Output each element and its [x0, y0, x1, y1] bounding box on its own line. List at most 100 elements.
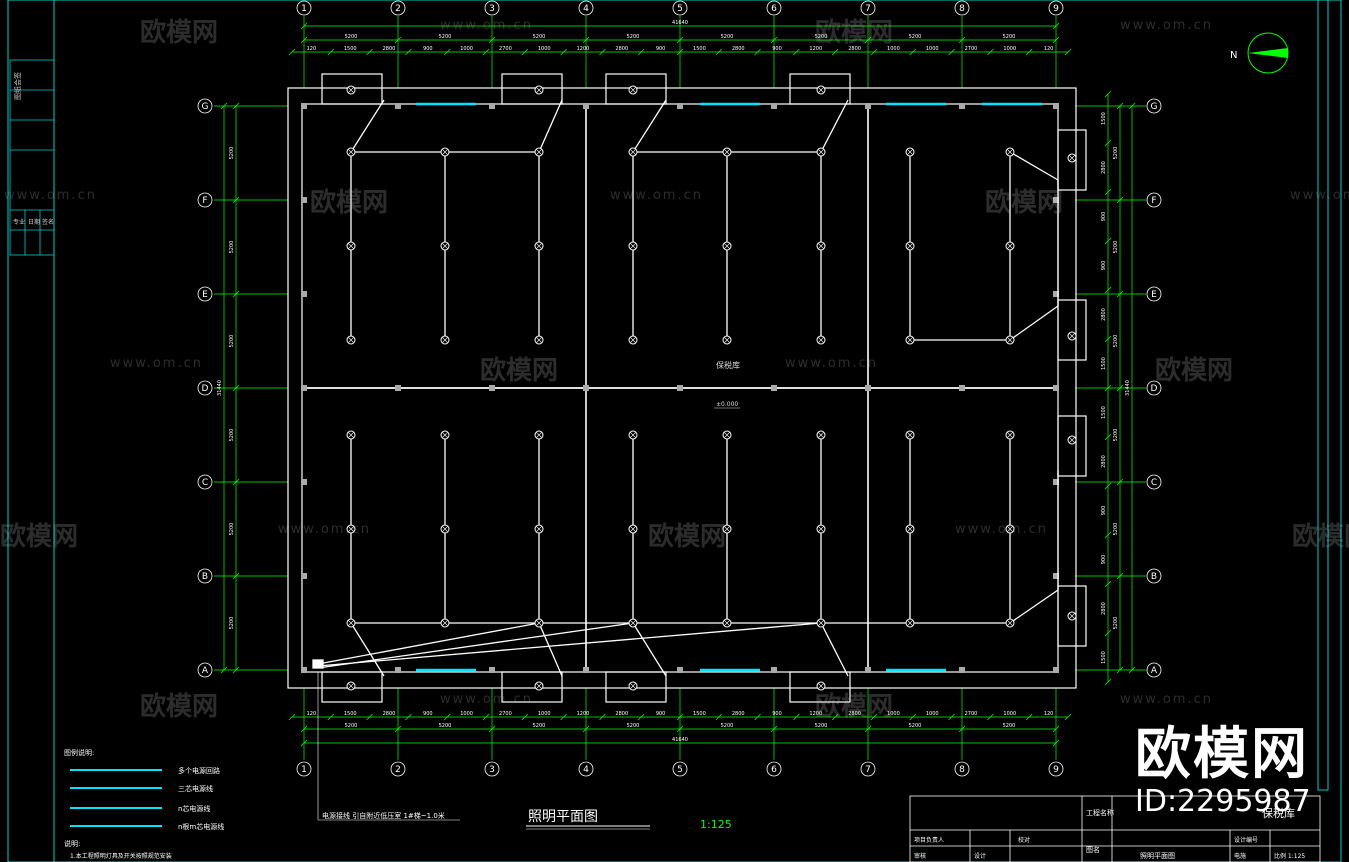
column: [771, 667, 777, 673]
lamp-cross: [907, 432, 913, 438]
dim-tick: [366, 713, 373, 721]
dim-text: 2800: [732, 46, 745, 52]
dimension-lines: [220, 22, 1136, 747]
dim-tick: [1025, 48, 1033, 56]
dim-text: 1000: [926, 46, 939, 52]
dim-text: 1500: [693, 711, 706, 717]
lamp-cross: [818, 243, 824, 249]
light-fixture-icon: [628, 681, 638, 691]
dim-tick: [1064, 48, 1072, 56]
lamp-cross: [724, 432, 730, 438]
light-fixture-icon: [905, 618, 915, 628]
title-block: [909, 795, 1321, 862]
axis-label: 5: [677, 4, 683, 14]
wall-bay: [321, 73, 383, 105]
dim-tick: [1104, 90, 1112, 98]
dim-text: 5200: [533, 34, 546, 40]
dim-text: 31440: [217, 380, 223, 396]
lamp-cross: [348, 149, 354, 155]
dim-text: 5200: [721, 723, 734, 729]
tb-design-no: 设计编号: [1234, 836, 1258, 844]
axis-label: 5: [677, 765, 683, 775]
lamp-cross: [818, 526, 824, 532]
light-fixture-icon: [534, 524, 544, 534]
dim-text: 1200: [809, 46, 822, 52]
dim-tick: [288, 713, 296, 721]
axis-bubble: [197, 568, 213, 584]
axis-bubble: [1146, 474, 1162, 490]
column: [395, 385, 401, 391]
lamp-cross: [630, 243, 636, 249]
dim-text: 5200: [1113, 429, 1119, 442]
axis-label: 3: [489, 765, 495, 775]
lamp-cross: [536, 337, 542, 343]
dim-text: 5200: [345, 34, 358, 40]
dim-tick: [288, 48, 296, 56]
dim-text: 900: [656, 711, 666, 717]
floor-elevation: ±0.000: [716, 401, 738, 408]
light-fixture-icon: [722, 524, 732, 534]
column: [301, 291, 307, 297]
legend-item-2: 三芯电源线: [178, 784, 213, 793]
column: [677, 385, 683, 391]
light-fixture-icon: [1005, 430, 1015, 440]
dim-tick: [482, 713, 490, 721]
light-fixture-icon: [816, 524, 826, 534]
axis-label: G: [1151, 102, 1158, 112]
lamp-cross: [818, 87, 824, 93]
dim-tick: [754, 713, 761, 721]
wall-bay: [789, 73, 851, 105]
wire: [317, 622, 822, 667]
column: [489, 667, 495, 673]
wire: [538, 99, 563, 153]
lamp-cross: [1069, 613, 1075, 619]
axis-bubble: [672, 0, 688, 16]
axis-bubble: [860, 761, 876, 777]
dim-text: 41640: [672, 20, 688, 26]
legend-item-1: 多个电源回路: [178, 766, 220, 775]
countersign-strip: [9, 59, 55, 256]
axis-label: B: [202, 572, 208, 582]
wall-bay: [1057, 585, 1087, 647]
legend-title: 图例说明:: [64, 748, 94, 757]
wire: [317, 622, 540, 665]
dim-text: 1500: [1101, 651, 1107, 664]
column: [301, 103, 307, 109]
lamp-cross: [536, 683, 542, 689]
light-fixture-icon: [440, 335, 450, 345]
dim-text: 900: [1101, 261, 1107, 271]
dim-tick: [754, 48, 761, 56]
dim-tick: [793, 48, 800, 56]
dim-text: 5200: [721, 34, 734, 40]
light-fixture-icon: [1067, 435, 1077, 445]
lamp-cross: [907, 243, 913, 249]
light-fixture-icon: [628, 85, 638, 95]
dim-tick: [831, 713, 839, 721]
wall-bay: [1057, 299, 1087, 361]
light-fixture-icon: [1067, 331, 1077, 341]
dim-tick: [560, 48, 567, 56]
axis-label: 2: [395, 765, 401, 775]
light-fixture-icon: [440, 147, 450, 157]
column: [301, 479, 307, 485]
light-fixture-icon: [628, 147, 638, 157]
light-fixture-icon: [1005, 524, 1015, 534]
axis-bubble: [1048, 0, 1064, 16]
light-fixture-icon: [816, 618, 826, 628]
axis-label: 3: [489, 4, 495, 14]
light-fixture-icon: [346, 85, 356, 95]
axis-bubble: [1146, 192, 1162, 208]
dim-text: 1000: [538, 711, 551, 717]
outer-wall: [287, 87, 1077, 689]
dim-tick: [909, 713, 917, 721]
light-fixture-icon: [534, 430, 544, 440]
light-fixture-icon: [346, 524, 356, 534]
dim-text: 5200: [439, 723, 452, 729]
lamp-cross: [630, 432, 636, 438]
axis-bubble: [860, 0, 876, 16]
light-fixture-icon: [722, 147, 732, 157]
light-fixture-icon: [346, 681, 356, 691]
dim-text: 1500: [1101, 357, 1107, 370]
axis-label: 7: [865, 4, 871, 14]
